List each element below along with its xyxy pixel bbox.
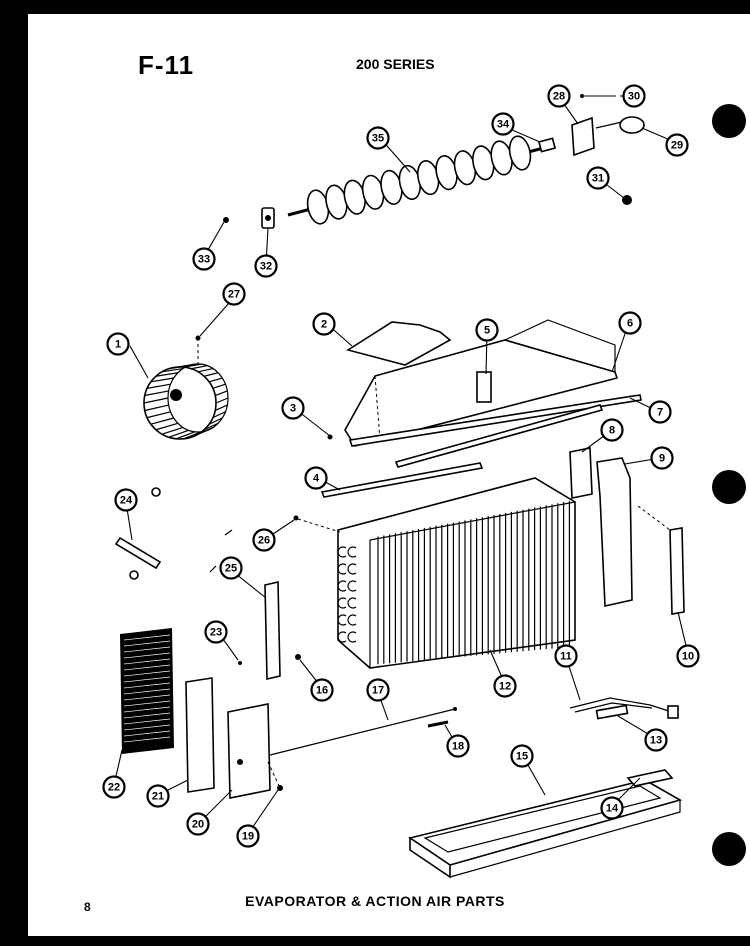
svg-text:24: 24 — [120, 495, 133, 507]
blower-wheel — [143, 335, 229, 440]
callout-31: 31 — [586, 166, 610, 190]
svg-text:12: 12 — [499, 681, 511, 693]
callout-22: 22 — [102, 775, 126, 799]
svg-text:34: 34 — [497, 119, 510, 131]
callout-5: 5 — [475, 318, 499, 342]
svg-text:13: 13 — [650, 735, 662, 747]
svg-text:23: 23 — [210, 627, 222, 639]
callout-2: 2 — [312, 312, 336, 336]
svg-text:3: 3 — [290, 403, 296, 415]
callout-27: 27 — [222, 282, 246, 306]
callout-35: 35 — [366, 126, 390, 150]
binder-hole — [712, 470, 746, 504]
svg-text:9: 9 — [659, 453, 665, 465]
side-panels — [569, 447, 685, 615]
callout-34: 34 — [491, 112, 515, 136]
svg-text:19: 19 — [242, 831, 254, 843]
callout-28: 28 — [547, 84, 571, 108]
svg-text:17: 17 — [372, 685, 384, 697]
wire-harness — [569, 697, 679, 720]
filter-and-covers — [120, 628, 457, 799]
svg-text:10: 10 — [682, 651, 694, 663]
svg-text:2: 2 — [321, 319, 327, 331]
callout-29: 29 — [665, 133, 689, 157]
svg-text:5: 5 — [484, 325, 490, 337]
svg-text:21: 21 — [152, 791, 164, 803]
callout-20: 20 — [186, 812, 210, 836]
svg-text:32: 32 — [260, 261, 272, 273]
binder-hole — [712, 104, 746, 138]
callout-16: 16 — [310, 678, 334, 702]
svg-text:4: 4 — [313, 473, 320, 485]
svg-text:22: 22 — [108, 782, 120, 794]
callout-1: 1 — [106, 332, 130, 356]
svg-text:28: 28 — [553, 91, 565, 103]
diagram-caption: EVAPORATOR & ACTION AIR PARTS — [245, 893, 505, 909]
svg-text:30: 30 — [628, 91, 640, 103]
callout-6: 6 — [618, 311, 642, 335]
callout-26: 26 — [252, 528, 276, 552]
callout-13: 13 — [644, 728, 668, 752]
svg-text:7: 7 — [657, 407, 663, 419]
top-bracket-assembly — [320, 319, 642, 498]
shaft-assembly — [223, 94, 645, 229]
callout-15: 15 — [510, 744, 534, 768]
svg-text:11: 11 — [560, 651, 572, 663]
callout-23: 23 — [204, 620, 228, 644]
page-number: 8 — [84, 900, 91, 914]
left-small-parts — [114, 487, 341, 681]
callout-7: 7 — [648, 400, 672, 424]
svg-text:18: 18 — [452, 741, 464, 753]
svg-text:16: 16 — [316, 685, 328, 697]
svg-text:6: 6 — [627, 318, 633, 330]
callout-25: 25 — [219, 556, 243, 580]
svg-text:1: 1 — [115, 339, 121, 351]
svg-text:26: 26 — [258, 535, 270, 547]
callout-12: 12 — [493, 674, 517, 698]
svg-text:15: 15 — [516, 751, 528, 763]
callout-32: 32 — [254, 254, 278, 278]
callout-9: 9 — [650, 446, 674, 470]
svg-text:14: 14 — [606, 803, 619, 815]
binder-hole — [712, 832, 746, 866]
series-label: 200 SERIES — [356, 56, 435, 72]
callout-3: 3 — [281, 396, 305, 420]
callout-33: 33 — [192, 247, 216, 271]
callout-18: 18 — [446, 734, 470, 758]
diagram-code: F-11 — [138, 50, 195, 80]
svg-text:33: 33 — [198, 254, 210, 266]
callout-10: 10 — [676, 644, 700, 668]
svg-text:29: 29 — [671, 140, 683, 152]
evaporator-coil — [337, 477, 576, 669]
callout-11: 11 — [554, 644, 578, 668]
svg-text:20: 20 — [192, 819, 204, 831]
svg-text:27: 27 — [228, 289, 240, 301]
paper-sheet — [28, 14, 750, 936]
drain-pan — [408, 769, 683, 879]
callout-4: 4 — [304, 466, 328, 490]
svg-text:31: 31 — [592, 173, 604, 185]
callout-14: 14 — [600, 796, 624, 820]
callout-21: 21 — [146, 784, 170, 808]
svg-text:35: 35 — [372, 133, 384, 145]
callout-30: 30 — [622, 84, 646, 108]
callout-19: 19 — [236, 824, 260, 848]
svg-text:8: 8 — [609, 425, 615, 437]
callout-24: 24 — [114, 488, 138, 512]
callout-17: 17 — [366, 678, 390, 702]
svg-text:25: 25 — [225, 563, 237, 575]
callout-8: 8 — [600, 418, 624, 442]
